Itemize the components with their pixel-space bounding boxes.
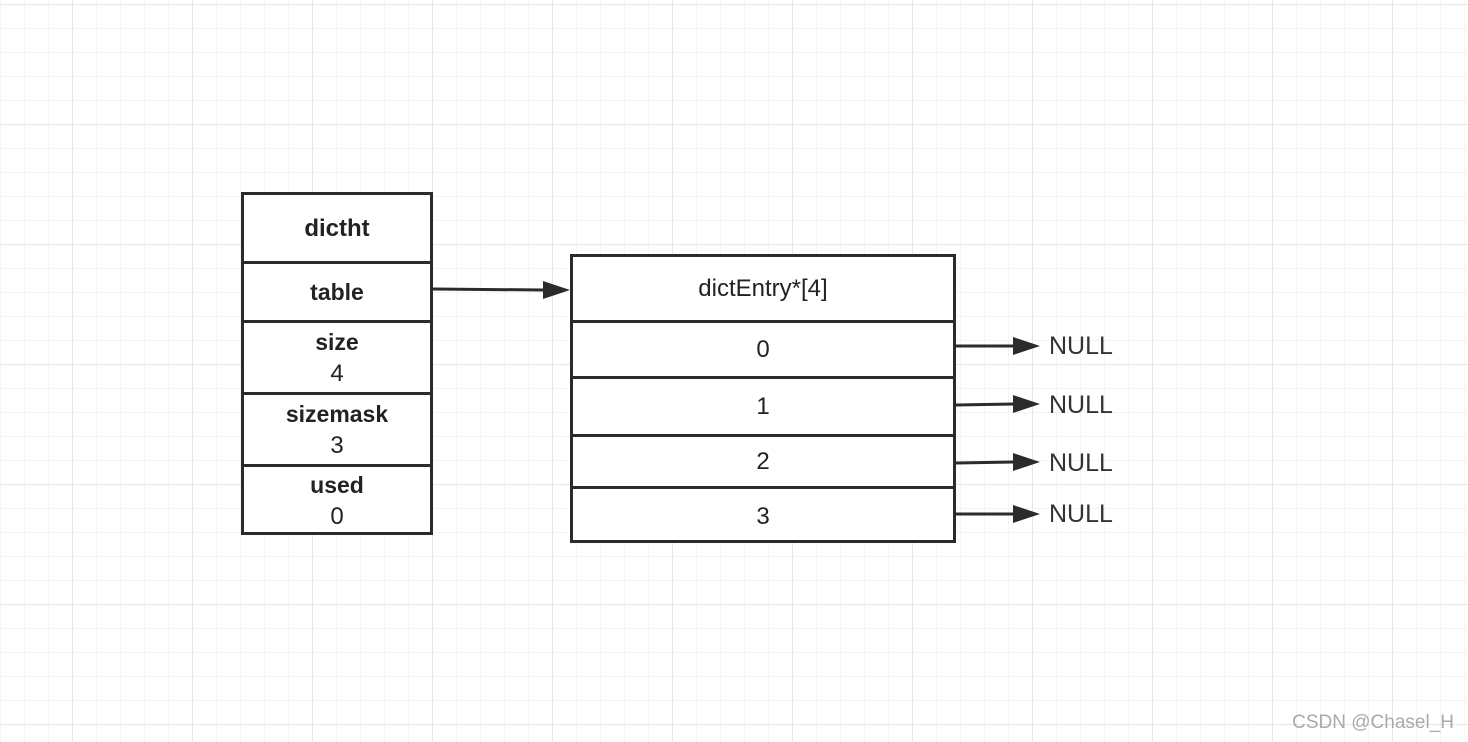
arrow-slot-2-null: [955, 453, 1040, 471]
dictht-field-used: used 0: [244, 464, 430, 535]
arrow-slot-1-null: [955, 395, 1040, 413]
slot-index-3: 3: [756, 502, 770, 530]
dict-entry-slot-3: 3: [573, 486, 953, 543]
slot-index-2: 2: [756, 448, 770, 475]
dict-entry-array-title: dictEntry*[4]: [698, 275, 828, 302]
null-label-3: NULL: [1049, 500, 1113, 528]
null-label-2: NULL: [1049, 449, 1113, 477]
field-name-table: table: [310, 278, 364, 305]
slot-index-0: 0: [756, 336, 770, 363]
watermark: CSDN @Chasel_H: [1292, 712, 1454, 733]
arrow-slot-0-null: [956, 337, 1040, 355]
field-name-size: size: [315, 328, 359, 355]
dictht-title: dictht: [304, 214, 370, 242]
dictht-header: dictht: [244, 195, 430, 261]
dict-entry-slot-2: 2: [573, 434, 953, 486]
dictht-field-size: size 4: [244, 320, 430, 392]
dictht-field-sizemask: sizemask 3: [244, 392, 430, 464]
slot-index-1: 1: [756, 393, 770, 420]
field-value-sizemask: 3: [330, 431, 344, 459]
dict-entry-slot-1: 1: [573, 376, 953, 434]
field-value-size: 4: [330, 359, 344, 387]
field-name-used: used: [310, 472, 364, 498]
dict-entry-array-header: dictEntry*[4]: [573, 257, 953, 320]
arrow-table-to-array: [432, 281, 570, 299]
field-name-sizemask: sizemask: [285, 400, 389, 427]
dictht-struct: dictht table size 4 sizemask 3 used 0: [241, 192, 433, 535]
dict-entry-array: dictEntry*[4] 0 1 2 3: [570, 254, 956, 543]
null-label-0: NULL: [1049, 332, 1113, 360]
dictht-field-table: table: [244, 261, 430, 320]
dict-entry-slot-0: 0: [573, 320, 953, 376]
field-value-used: 0: [330, 503, 344, 530]
null-label-1: NULL: [1049, 391, 1113, 419]
arrow-slot-3-null: [956, 505, 1040, 523]
